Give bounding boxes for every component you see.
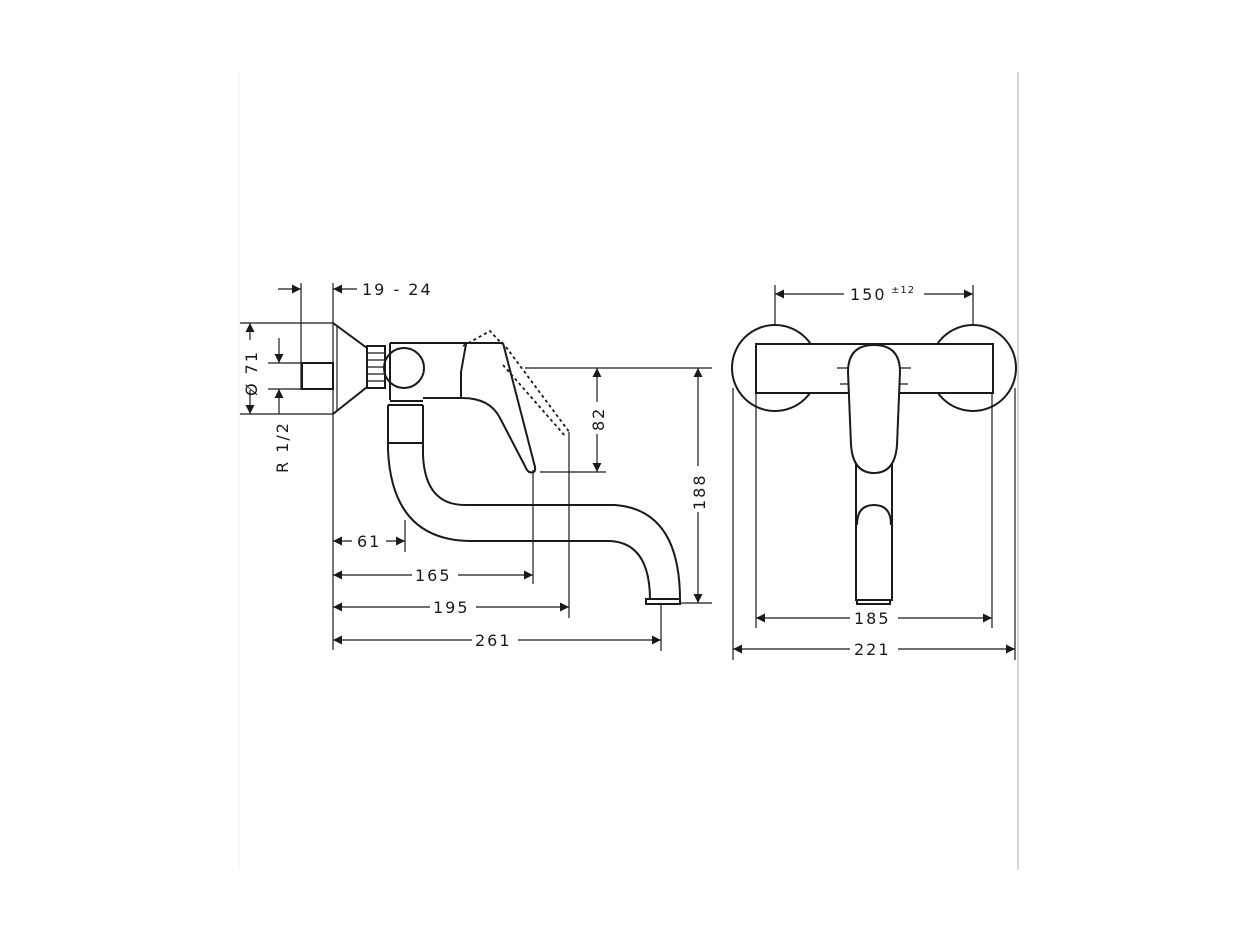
dim-165-label: 165: [415, 566, 452, 585]
dim-261-label: 261: [475, 631, 512, 650]
dim-188-label: 188: [690, 473, 709, 510]
dim-185-label: 185: [854, 609, 891, 628]
pipe-stub: [301, 362, 334, 390]
spout-inner: [422, 405, 681, 601]
aerator: [645, 598, 681, 605]
spout-front: [855, 454, 893, 601]
lever-front: [846, 343, 902, 475]
nut-ridges: [367, 352, 385, 382]
front-view: 150 ±12 185 221: [731, 283, 1017, 660]
dim-thread-label: R 1/2: [273, 421, 292, 473]
dim-wall-label: 19 - 24: [362, 280, 433, 299]
dim-61-label: 61: [357, 532, 381, 551]
aerator-front: [856, 599, 891, 605]
dim-150-tolerance: ±12: [891, 285, 915, 296]
lever-open-position: [462, 329, 571, 438]
mixer-ball: [383, 347, 425, 389]
mixer-body: [389, 342, 503, 402]
spout-front-inner: [856, 503, 892, 526]
dim-195-label: 195: [433, 598, 470, 617]
lever: [423, 342, 537, 474]
dim-diameter-label: Ø 71: [242, 350, 261, 396]
side-view: 19 - 24 Ø 71 R 1/2 82 188 61 165 195 261: [240, 280, 712, 651]
dim-82-label: 82: [589, 407, 608, 431]
escutcheon: [332, 322, 368, 415]
temperature-marks: [837, 367, 911, 385]
dim-221-label: 221: [854, 640, 891, 659]
dim-150-label: 150: [850, 285, 887, 304]
extension-lines: [240, 283, 712, 651]
spout-outer: [387, 405, 651, 601]
spout-collar: [388, 404, 423, 444]
front-extension-lines: [732, 285, 1016, 660]
